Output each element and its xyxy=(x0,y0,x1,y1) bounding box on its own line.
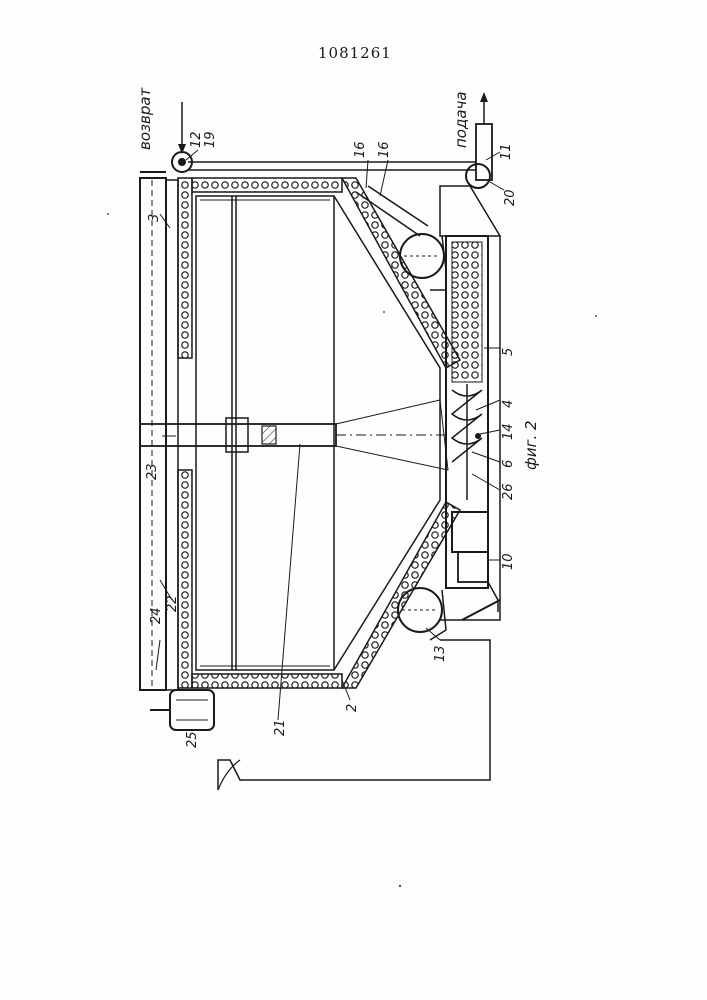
scan-dot xyxy=(107,213,109,215)
central-shaft xyxy=(140,400,450,470)
part-label-10: 10 xyxy=(501,553,516,570)
part-label-16b: 16 xyxy=(377,141,392,158)
part-label-22: 22 xyxy=(165,595,180,612)
part-label-2: 2 xyxy=(345,704,360,712)
figure-caption: фиг. 2 xyxy=(522,420,540,470)
part-label-4: 4 xyxy=(501,400,516,408)
part-label-12: 12 xyxy=(189,131,204,148)
supply-outlet xyxy=(440,92,500,236)
part-label-19: 19 xyxy=(203,131,218,148)
part-label-5: 5 xyxy=(501,348,516,356)
circulation-pipe xyxy=(188,162,490,236)
part-label-14: 14 xyxy=(501,423,516,440)
part-label-20: 20 xyxy=(503,189,518,206)
part-label-25: 25 xyxy=(185,731,200,748)
part-label-11: 11 xyxy=(499,143,514,160)
motor xyxy=(150,690,214,730)
scan-dot xyxy=(595,315,597,317)
supply-label: подача xyxy=(452,91,470,148)
outer-housing xyxy=(178,178,460,688)
part-label-3: 3 xyxy=(147,214,162,222)
scan-dot xyxy=(399,885,401,887)
part-label-13: 13 xyxy=(433,645,448,662)
part-label-26: 26 xyxy=(501,483,516,500)
return-label: возврат xyxy=(136,86,154,150)
part-label-6: 6 xyxy=(501,460,516,468)
part-label-21: 21 xyxy=(273,719,288,736)
part-label-24: 24 xyxy=(149,607,164,624)
scan-dot xyxy=(383,311,385,313)
drive-unit xyxy=(452,512,500,620)
part-label-16a: 16 xyxy=(353,141,368,158)
part-label-23: 23 xyxy=(145,463,160,480)
